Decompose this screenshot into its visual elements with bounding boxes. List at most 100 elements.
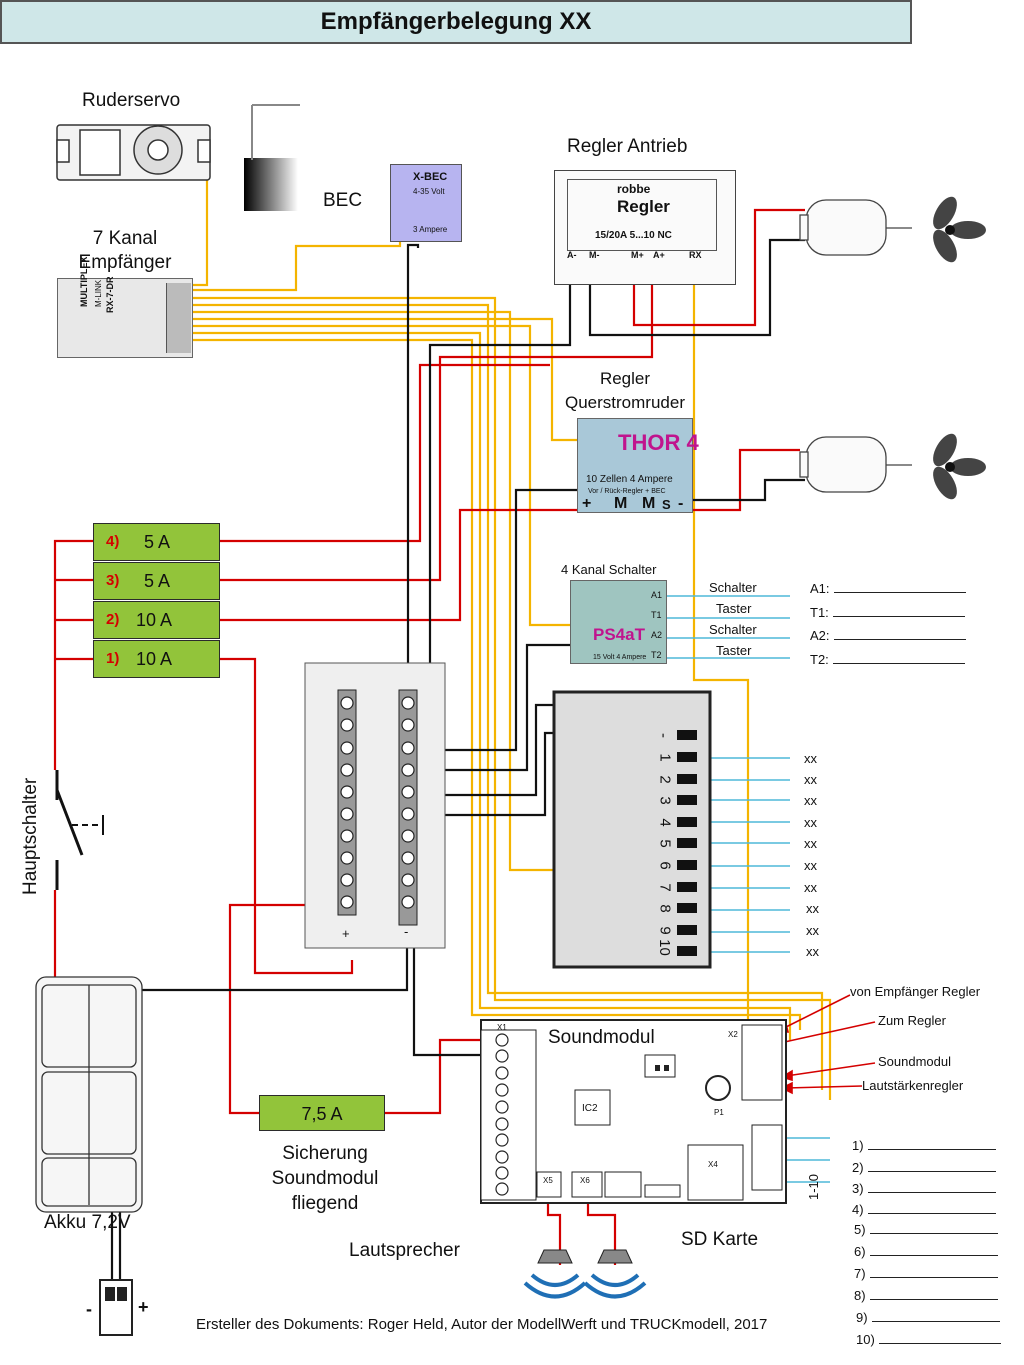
- bec-ampere: 3 Ampere: [413, 225, 448, 234]
- ps4at-pin-t1: T1: [651, 610, 662, 620]
- blank-line: [871, 1310, 1000, 1322]
- switch-row-2-blank: T1:: [810, 605, 965, 620]
- four-channel-switch-module: PS4aT A1 T1 A2 T2 15 Volt 4 Ampere: [570, 580, 667, 664]
- switch-row-4-type: Taster: [716, 643, 752, 658]
- blank-line: [833, 581, 966, 593]
- ps4at-spec: 15 Volt 4 Ampere: [593, 654, 647, 661]
- main-switch-label: Hauptschalter: [20, 777, 41, 895]
- robbe-pin-m-minus: M-: [589, 250, 600, 260]
- distribution-minus-label: -: [404, 924, 409, 939]
- receiver-label-line2: Empfänger: [78, 252, 172, 273]
- ps4at-pin-t2: T2: [651, 650, 662, 660]
- channel-xx-label: xx: [804, 815, 817, 830]
- numbered-item-7: 7): [854, 1266, 998, 1281]
- credit-line: Ersteller des Dokuments: Roger Held, Aut…: [196, 1316, 768, 1333]
- fuse-number: 3): [106, 572, 120, 589]
- bec-module: X-BEC 4-35 Volt 3 Ampere: [390, 164, 462, 242]
- thor-pin-minus: -: [678, 495, 684, 512]
- battery-pack: [35, 976, 143, 1213]
- plug-minus-label: -: [86, 1299, 92, 1319]
- numbered-item-label: 6): [854, 1244, 866, 1259]
- channel-xx-label: xx: [806, 944, 819, 959]
- sound-x1-label: X1: [497, 1023, 507, 1032]
- thor-pin-plus: +: [582, 495, 592, 512]
- fuse-number: 1): [106, 650, 120, 667]
- channel-label: 8: [656, 904, 674, 913]
- drive-controller: robbe Regler 15/20A 5...10 NC A- M- M+ A…: [554, 170, 736, 285]
- channel-label: 9: [656, 926, 674, 935]
- motor-icon-cross: [799, 436, 912, 493]
- distribution-block: [304, 662, 446, 949]
- terminal-holes: [340, 696, 415, 909]
- switch-row-3-blank: A2:: [810, 628, 966, 643]
- thor-pin-m1: M: [614, 495, 628, 512]
- thor-pin-s: S: [662, 497, 671, 512]
- page-title: Empfängerbelegung XX: [0, 0, 912, 44]
- blank-line: [878, 1332, 1001, 1344]
- cross-controller-label-line2: Querstromruder: [565, 393, 685, 412]
- multiswitch-pins: [677, 730, 697, 956]
- sound-fuse-caption-2: Soundmodul: [271, 1168, 379, 1189]
- channel-label: 5: [656, 839, 674, 848]
- switch-row-3-type: Schalter: [709, 622, 757, 637]
- numbered-item-3: 3): [852, 1181, 996, 1196]
- blank-line: [833, 628, 966, 640]
- channel-label: 1: [656, 753, 674, 762]
- receiver-pin-header: [166, 283, 191, 353]
- blank-line: [869, 1288, 998, 1300]
- battery-label: Akku 7,2V: [44, 1212, 131, 1233]
- ps4at-pin-a1: A1: [651, 590, 663, 600]
- channel-label: 6: [656, 861, 674, 870]
- switch-row-1-blank: A1:: [810, 581, 966, 596]
- fuse-3: 3) 5 A: [93, 562, 220, 600]
- blank-line: [867, 1138, 996, 1150]
- blank-label: T2:: [810, 652, 829, 667]
- switch-row-2-type: Taster: [716, 601, 752, 616]
- robbe-spec: 15/20A 5...10 NC: [595, 230, 672, 241]
- channel-label: -: [655, 733, 672, 738]
- annotation-sound-module: Soundmodul: [878, 1054, 951, 1069]
- numbered-item-label: 7): [854, 1266, 866, 1281]
- channel-label: 7: [656, 883, 674, 892]
- numbered-item-label: 3): [852, 1181, 864, 1196]
- numbered-item-10: 10): [856, 1332, 1001, 1347]
- robbe-brand: robbe: [617, 182, 651, 196]
- fuse-value: 10 A: [136, 610, 173, 630]
- power-positive-wires: [53, 208, 805, 1265]
- numbered-item-5: 5): [854, 1222, 998, 1237]
- channel-label: 4: [656, 818, 674, 827]
- annotation-to-controller: Zum Regler: [878, 1013, 946, 1028]
- fuse-value: 5 A: [144, 571, 171, 591]
- sound-module: [480, 1019, 787, 1204]
- numbered-item-label: 5): [854, 1222, 866, 1237]
- bec-title: X-BEC: [413, 171, 448, 183]
- numbered-item-4: 4): [852, 1202, 996, 1217]
- speaker-icon-right: [583, 1249, 647, 1299]
- numbered-item-8: 8): [854, 1288, 998, 1303]
- switch-row-4-blank: T2:: [810, 652, 965, 667]
- sound-module-label: Soundmodul: [548, 1027, 655, 1048]
- antenna-icon: [244, 104, 300, 211]
- main-switch-icon: [55, 770, 104, 890]
- servo-icon: [56, 124, 211, 181]
- numbered-item-2: 2): [852, 1160, 996, 1175]
- blank-line: [832, 605, 965, 617]
- channel-output-wires: [667, 595, 830, 1183]
- blank-line: [867, 1202, 996, 1214]
- robbe-pin-rx: RX: [689, 250, 702, 260]
- blank-line: [867, 1160, 996, 1172]
- sd-card-label: SD Karte: [681, 1229, 759, 1250]
- blank-line: [867, 1181, 996, 1193]
- numbered-item-9: 9): [856, 1310, 1000, 1325]
- numbered-item-label: 10): [856, 1332, 875, 1347]
- fuse-1: 1) 10 A: [93, 640, 220, 678]
- blank-line: [832, 652, 965, 664]
- channel-label: 3: [656, 796, 674, 805]
- fuse-value: 10 A: [136, 649, 173, 669]
- sound-fuse-value: 7,5 A: [301, 1104, 343, 1124]
- speaker-icon-left: [523, 1249, 587, 1299]
- annotation-volume-control: Lautstärkenregler: [862, 1078, 964, 1093]
- thor-name: THOR 4: [618, 430, 699, 455]
- ruderservo-label: Ruderservo: [82, 90, 181, 111]
- battery-plug: [99, 1279, 133, 1336]
